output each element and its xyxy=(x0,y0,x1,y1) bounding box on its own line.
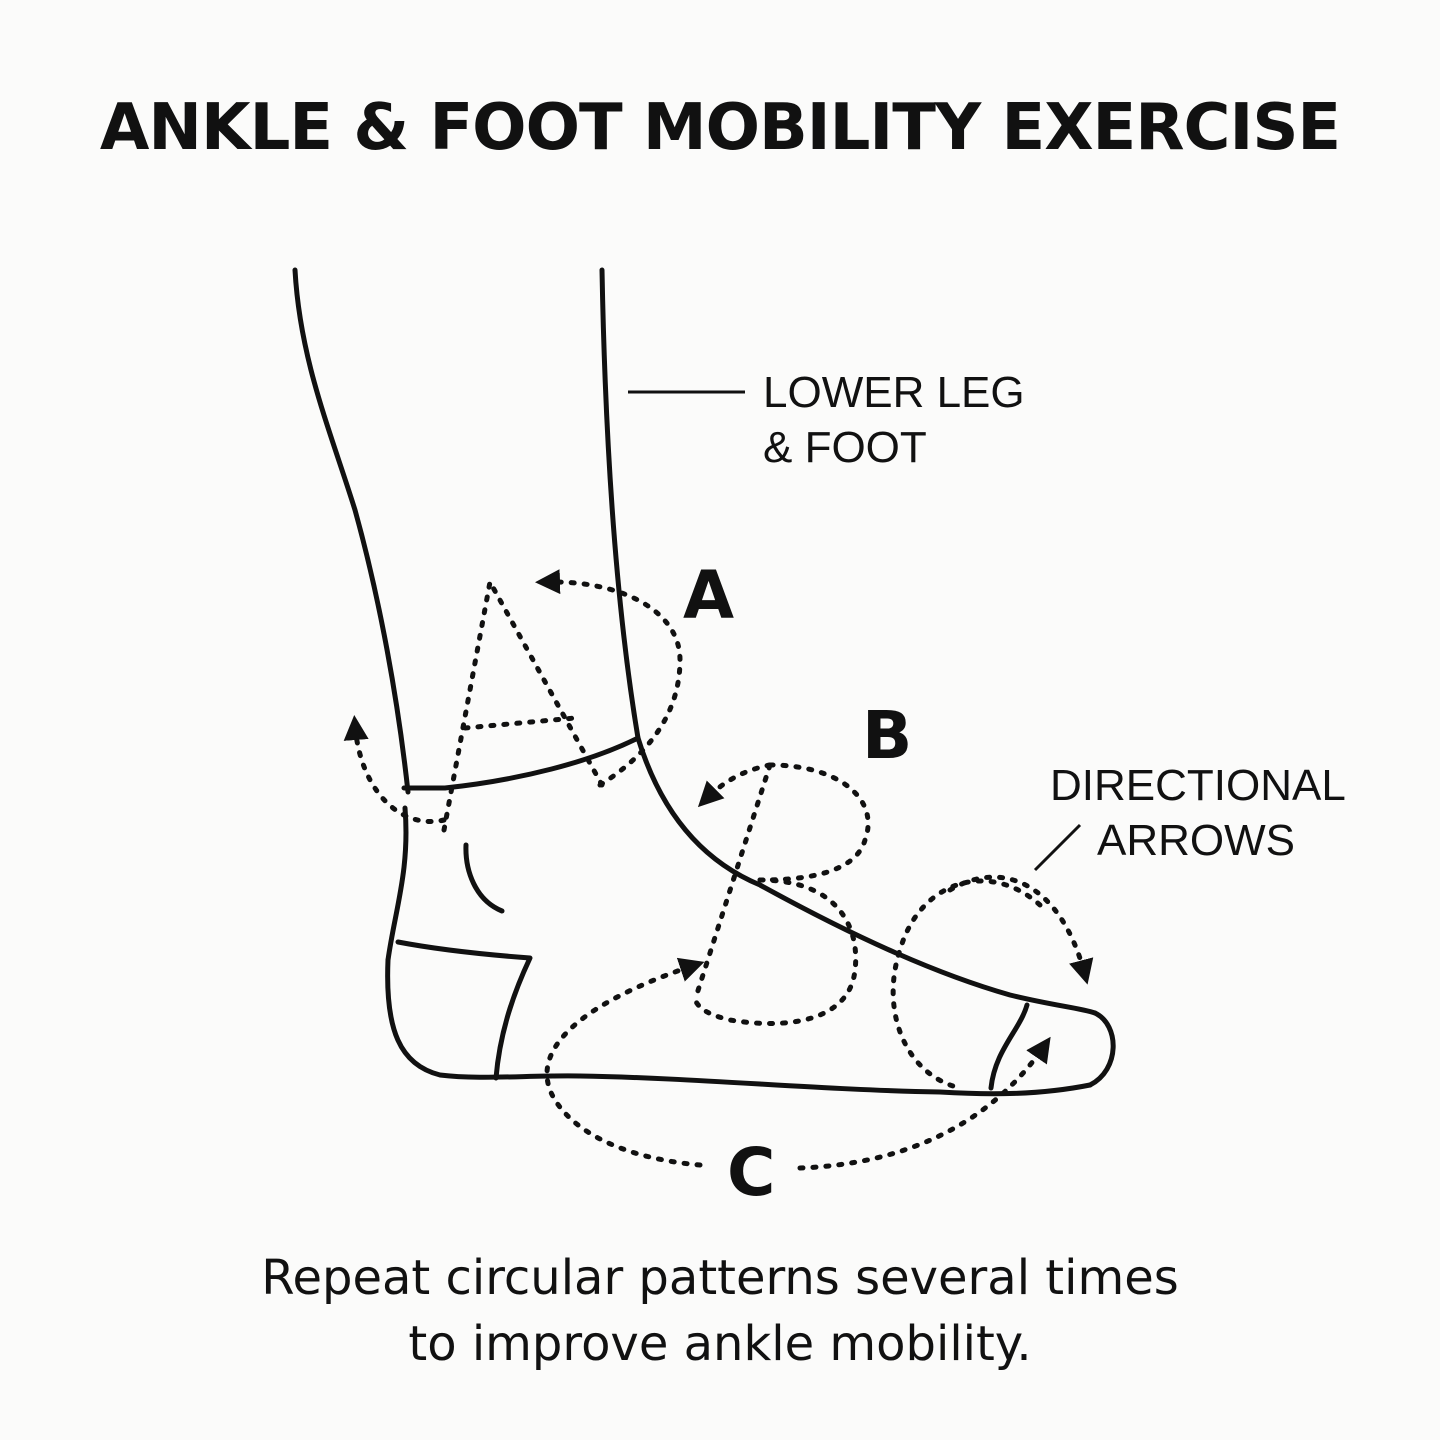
caption-line-1: Repeat circular patterns several times xyxy=(261,1250,1179,1306)
letter-b-upper-bowl xyxy=(757,762,871,883)
label-directional-line2: ARROWS xyxy=(1097,816,1295,865)
letter-a-crossbar xyxy=(462,715,578,731)
letter-a-label: A xyxy=(683,557,734,634)
toe-tip xyxy=(1087,1010,1116,1088)
sole xyxy=(385,957,1093,1097)
letter-b-lower-bowl xyxy=(692,877,859,1026)
motion-paths xyxy=(343,569,1094,1171)
arrow-c-bottom-right xyxy=(797,1036,1051,1171)
label-directional-line1: DIRECTIONAL xyxy=(1050,761,1346,810)
text-labels: LOWER LEG & FOOT DIRECTIONAL ARROWS A B … xyxy=(683,368,1346,1211)
instruction-caption: Repeat circular patterns several times t… xyxy=(0,1245,1440,1377)
heel-back xyxy=(385,805,409,963)
leg-foot-outline xyxy=(292,267,1116,1097)
label-lower-leg-line1: LOWER LEG xyxy=(763,368,1025,417)
leg-front-line xyxy=(599,267,641,741)
heel-patch xyxy=(395,939,533,1081)
letter-c-label: C xyxy=(727,1134,775,1211)
arrow-c-top xyxy=(947,874,1094,985)
letter-c-arc xyxy=(890,878,1043,1091)
leader-line-directional-arrows xyxy=(1033,823,1082,872)
arrow-c-bottom-left xyxy=(544,957,705,1168)
caption-line-2: to improve ankle mobility. xyxy=(408,1316,1032,1372)
letter-b-label: B xyxy=(862,697,912,774)
leader-lines xyxy=(628,390,1082,872)
arrow-b-top xyxy=(697,762,773,808)
sock-cuff xyxy=(401,735,641,791)
foot-top xyxy=(635,735,1098,1016)
arrow-a-top xyxy=(535,569,683,788)
leg-back-line xyxy=(292,267,411,795)
toe-patch xyxy=(988,1002,1030,1091)
diagram-title: ANKLE & FOOT MOBILITY EXERCISE xyxy=(99,91,1341,165)
letter-a-trace xyxy=(441,574,605,833)
label-lower-leg-line2: & FOOT xyxy=(763,423,927,472)
ankle-bone-curve xyxy=(463,842,505,914)
arrow-a-left xyxy=(343,715,447,824)
letter-b-stem xyxy=(692,762,773,1003)
